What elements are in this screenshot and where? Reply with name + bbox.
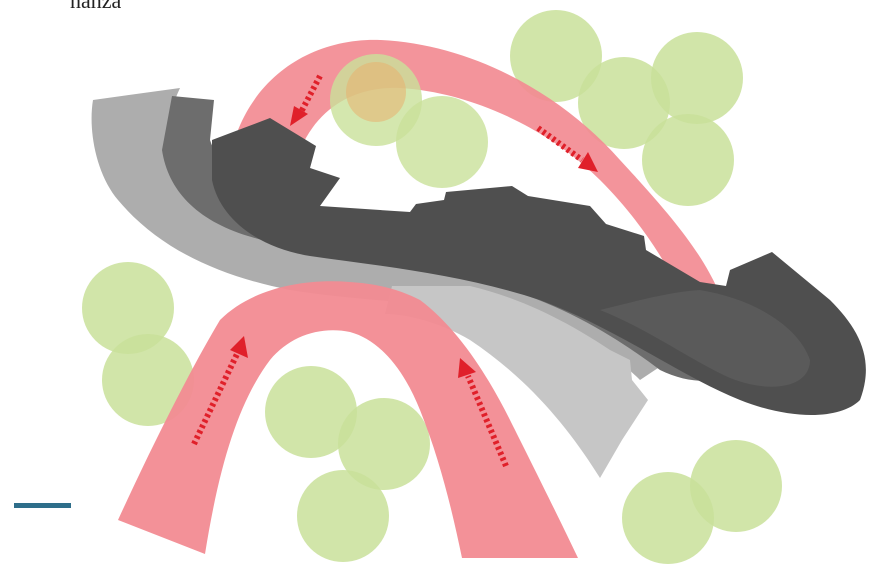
tree-canopy <box>102 334 194 426</box>
arrow-down-left <box>290 74 323 126</box>
tree-group-front <box>330 54 488 188</box>
tree-canopy <box>82 262 174 354</box>
tree-canopy <box>338 398 430 490</box>
tree-canopy <box>578 57 670 149</box>
tree-canopy <box>622 472 714 564</box>
arrow-up-left <box>191 336 248 446</box>
tree-canopy <box>651 32 743 124</box>
tree-canopy <box>510 10 602 102</box>
arrow-down-right <box>536 125 598 172</box>
tree-canopy <box>396 96 488 188</box>
tree-canopy <box>642 114 734 206</box>
tree-group-back <box>82 10 782 564</box>
building-pale-wing <box>385 286 648 478</box>
caption-text: nanza <box>70 0 122 13</box>
tree-canopy <box>297 470 389 562</box>
building-dark-inner <box>600 290 810 387</box>
scale-bar <box>14 503 71 508</box>
arrow-up-right <box>458 358 509 468</box>
tree-canopy <box>265 366 357 458</box>
tree-canopy-overlap <box>346 62 406 122</box>
